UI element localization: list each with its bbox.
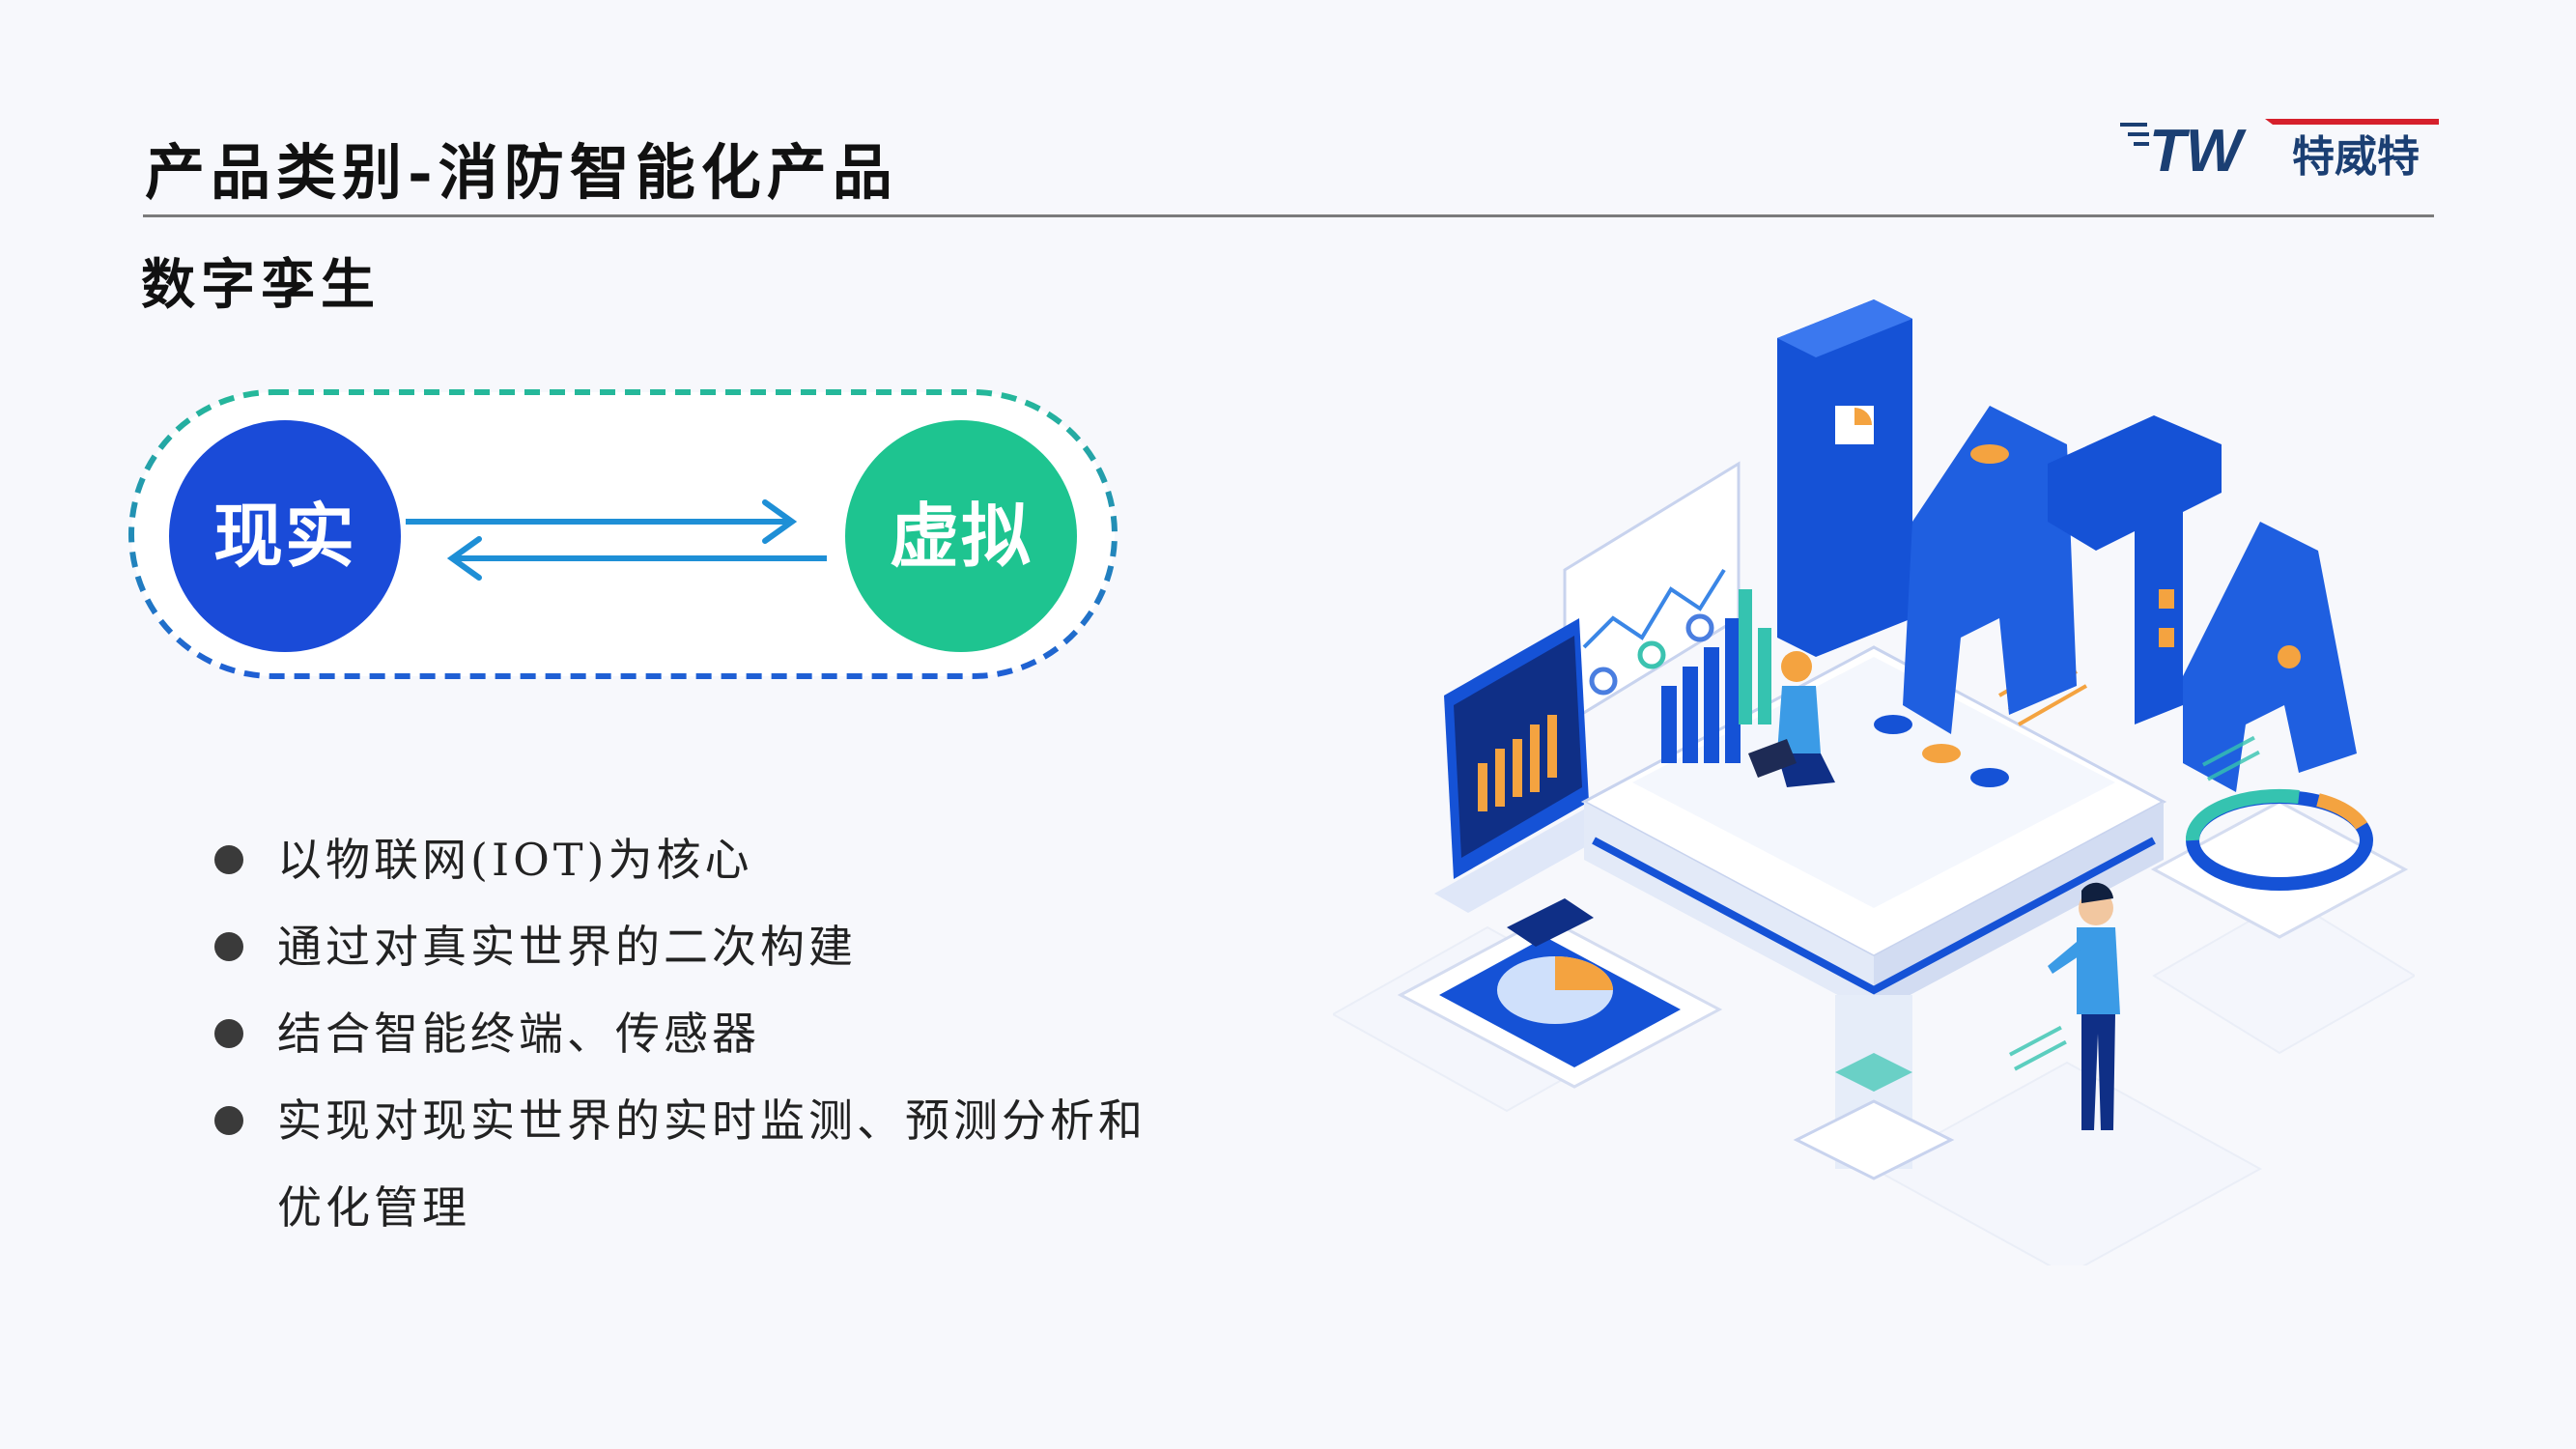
list-item: 以物联网(IOT)为核心 [214,816,1146,903]
laptop-chart-icon [1434,618,1623,913]
virtual-label: 虚拟 [889,495,1033,577]
list-item: 通过对真实世界的二次构建 [214,903,1146,990]
sitting-person-icon [1748,651,1835,787]
page-title: 产品类别-消防智能化产品 [145,137,898,208]
logo-red-stripe [2265,119,2439,125]
virtual-circle [845,420,1077,652]
data-letter-d-icon [1777,299,1912,657]
data-letter-a-icon [1903,406,2077,734]
standing-person-icon [2048,882,2120,1130]
twin-diagram [128,389,1118,679]
reality-circle [169,420,401,652]
list-item-text: 通过对真实世界的二次构建 [277,921,857,973]
pie-tablet-icon [1397,898,1723,1089]
list-item-text: 以物联网(IOT)为核心 [277,834,753,886]
data-illustration [1333,299,2415,1265]
section-subtitle: 数字孪生 [141,253,381,317]
pillar-icon [1793,995,1955,1180]
reality-label: 现实 [212,495,356,577]
list-item: 结合智能终端、传感器 [214,990,1146,1077]
logo-speed-lines [2120,123,2149,146]
logo-brand-text: 特威特 [2292,132,2420,182]
bullet-icon [214,845,243,874]
feature-list: 以物联网(IOT)为核心 通过对真实世界的二次构建 结合智能终端、传感器 实现对… [214,816,1146,1251]
data-letter-a2-icon [2183,522,2357,792]
list-item: 实现对现实世界的实时监测、预测分析和优化管理 [214,1077,1146,1251]
central-platform-icon [1580,589,2167,1014]
list-item-text: 结合智能终端、传感器 [277,1008,760,1060]
bullet-icon [214,932,243,961]
header-divider [143,214,2434,217]
ring-chart-icon [2150,788,2409,939]
list-item-text: 实现对现实世界的实时监测、预测分析和优化管理 [277,1094,1146,1234]
logo-letters: TW [2149,118,2247,185]
brand-logo: TW 特威特 [2120,118,2439,185]
forward-arrow [406,499,798,544]
bullet-icon [214,1019,243,1048]
decor-lines-icon [2009,735,2260,1071]
backward-arrow [446,536,827,581]
bullet-icon [214,1106,243,1135]
data-letter-t-icon [2048,415,2222,724]
